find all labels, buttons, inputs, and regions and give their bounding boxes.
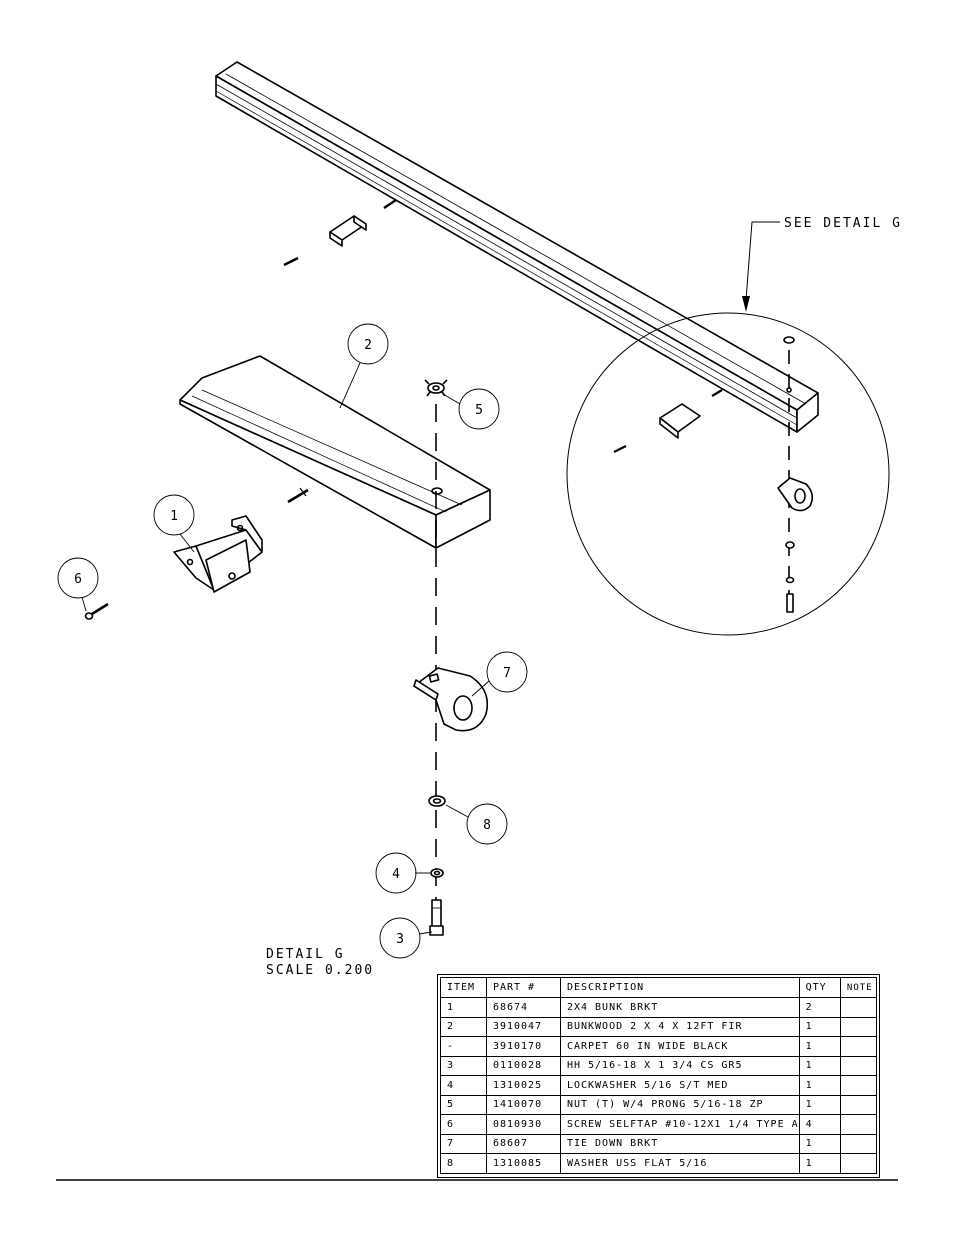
bom-cell-description: HH 5/16-18 X 1 3/4 CS GR5 xyxy=(559,1055,800,1076)
bom-cell-qty: 1 xyxy=(798,1133,841,1154)
balloon-3-number: 3 xyxy=(396,932,404,947)
balloon-4 xyxy=(375,852,430,894)
bom-cell-part: 1310025 xyxy=(485,1075,561,1096)
balloon-6 xyxy=(57,557,99,612)
bom-cell-item: 1 xyxy=(440,997,487,1018)
detail-scale: SCALE 0.200 xyxy=(266,963,374,978)
t-nut xyxy=(424,379,448,397)
bom-cell-description: LOCKWASHER 5/16 S/T MED xyxy=(559,1075,800,1096)
balloon-8 xyxy=(445,803,508,845)
balloon-5-number: 5 xyxy=(475,403,483,418)
bunk-bracket xyxy=(173,515,263,593)
bom-cell-note xyxy=(839,1114,878,1135)
bom-cell-part: 68607 xyxy=(485,1133,561,1154)
balloon-2 xyxy=(339,323,389,409)
bom-header-qty: QTY xyxy=(798,977,841,998)
bom-header-row: ITEM PART # DESCRIPTION QTY NOTE xyxy=(440,977,878,998)
bom-cell-qty: 1 xyxy=(798,1016,841,1037)
bom-cell-description: TIE DOWN BRKT xyxy=(559,1133,800,1154)
bom-cell-note xyxy=(839,1153,878,1174)
bom-cell-description: NUT (T) W/4 PRONG 5/16-18 ZP xyxy=(559,1094,800,1115)
bom-cell-item: 8 xyxy=(440,1153,487,1174)
bom-cell-item: 4 xyxy=(440,1075,487,1096)
tie-down-bracket xyxy=(413,667,489,732)
bom-frame xyxy=(437,974,880,1178)
balloon-3 xyxy=(379,917,433,959)
bom-cell-note xyxy=(839,997,878,1018)
balloon-5 xyxy=(442,388,500,430)
balloon-2-number: 2 xyxy=(364,338,372,353)
bunk-screw xyxy=(287,487,309,504)
bom-cell-description: WASHER USS FLAT 5/16 xyxy=(559,1153,800,1174)
bom-cell-qty: 1 xyxy=(798,1055,841,1076)
upper-screw-b xyxy=(283,256,299,267)
bom-cell-qty: 1 xyxy=(798,1094,841,1115)
bom-cell-qty: 1 xyxy=(798,1075,841,1096)
balloon-1-number: 1 xyxy=(170,509,178,524)
bom-header-description: DESCRIPTION xyxy=(559,977,800,998)
bom-cell-item: 2 xyxy=(440,1016,487,1037)
bom-cell-part: 0810930 xyxy=(485,1114,561,1135)
detail-title: DETAIL G xyxy=(266,947,345,962)
bom-header-item: ITEM xyxy=(440,977,487,998)
long-bunk-board xyxy=(215,61,819,433)
bom-cell-part: 68674 xyxy=(485,997,561,1018)
bom-cell-item: 7 xyxy=(440,1133,487,1154)
balloon-1 xyxy=(153,494,195,553)
bom-cell-description: SCREW SELFTAP #10-12X1 1/4 TYPE A xyxy=(559,1114,800,1135)
bom-cell-item: 3 xyxy=(440,1055,487,1076)
bom-cell-description: CARPET 60 IN WIDE BLACK xyxy=(559,1036,800,1057)
bom-cell-part: 0110028 xyxy=(485,1055,561,1076)
balloon-6-number: 6 xyxy=(74,572,82,587)
bom-cell-part: 1310085 xyxy=(485,1153,561,1174)
bom-cell-qty: 1 xyxy=(798,1153,841,1174)
bom-cell-description: BUNKWOOD 2 X 4 X 12FT FIR xyxy=(559,1016,800,1037)
lockwasher xyxy=(430,868,444,878)
flat-washer xyxy=(428,795,446,807)
bom-cell-item: - xyxy=(440,1036,487,1057)
bom-cell-note xyxy=(839,1016,878,1037)
bom-cell-qty: 4 xyxy=(798,1114,841,1135)
balloon-7 xyxy=(471,651,528,697)
bom-cell-note xyxy=(839,1094,878,1115)
bunkwood-board xyxy=(179,355,491,549)
hex-bolt xyxy=(429,899,444,936)
bom-cell-part: 1410070 xyxy=(485,1094,561,1115)
bom-cell-item: 5 xyxy=(440,1094,487,1115)
bom-cell-note xyxy=(839,1133,878,1154)
bom-cell-note xyxy=(839,1075,878,1096)
bom-cell-part: 3910170 xyxy=(485,1036,561,1057)
balloon-8-number: 8 xyxy=(483,818,491,833)
bom-header-part: PART # xyxy=(485,977,561,998)
bom-cell-part: 3910047 xyxy=(485,1016,561,1037)
upper-bracket xyxy=(329,215,367,247)
detail-circle xyxy=(566,312,890,636)
bom-cell-note xyxy=(839,1036,878,1057)
balloon-4-number: 4 xyxy=(392,867,400,882)
bom-cell-description: 2X4 BUNK BRKT xyxy=(559,997,800,1018)
detail-leader xyxy=(742,221,780,312)
bom-header-note: NOTE xyxy=(839,977,878,998)
selftap-screw xyxy=(84,602,109,620)
bom-cell-note xyxy=(839,1055,878,1076)
balloon-7-number: 7 xyxy=(503,666,511,681)
bom-cell-item: 6 xyxy=(440,1114,487,1135)
bom-cell-qty: 2 xyxy=(798,997,841,1018)
see-detail-callout: SEE DETAIL G xyxy=(784,216,902,231)
upper-screw-a xyxy=(383,199,397,209)
bom-cell-qty: 1 xyxy=(798,1036,841,1057)
